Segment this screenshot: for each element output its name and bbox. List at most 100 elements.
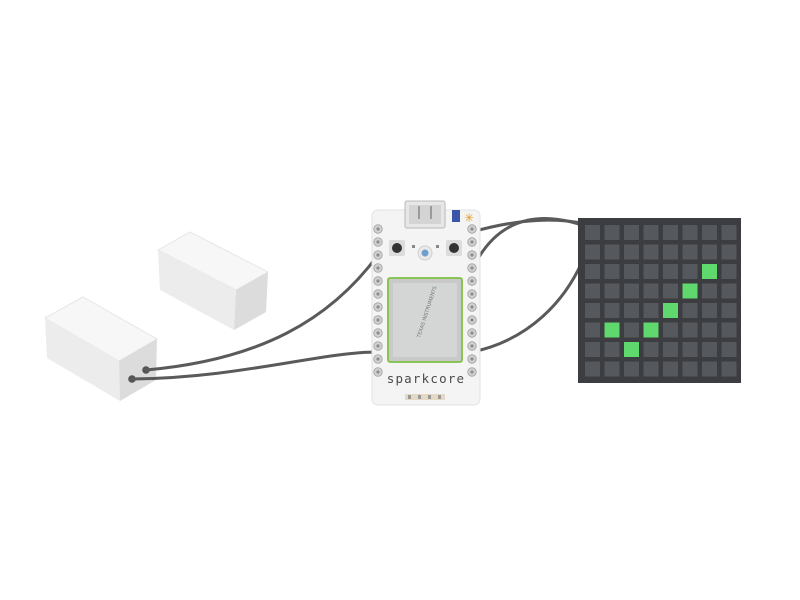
matrix-cell: [643, 244, 659, 260]
matrix-cell: [643, 361, 659, 377]
matrix-cell: [663, 361, 678, 377]
matrix-cell: [721, 283, 737, 299]
matrix-cell: [624, 361, 639, 377]
matrix-cell-lit: [624, 342, 639, 357]
matrix-cell: [643, 303, 659, 318]
matrix-cell: [682, 264, 698, 279]
matrix-cell: [721, 303, 737, 318]
usb-connector: [404, 200, 446, 229]
matrix-cell: [624, 264, 639, 279]
header-pin-hole: [470, 331, 474, 335]
matrix-cell: [624, 303, 639, 318]
header-pin-hole: [376, 305, 380, 309]
mode-button[interactable]: [446, 240, 462, 256]
matrix-cell: [585, 322, 600, 338]
header-pin-hole: [376, 344, 380, 348]
header-pin-hole: [470, 240, 474, 244]
matrix-cell: [643, 342, 659, 357]
matrix-cell: [721, 342, 737, 357]
matrix-cell: [624, 322, 639, 338]
matrix-cell-lit: [663, 303, 678, 318]
matrix-cell: [721, 264, 737, 279]
matrix-cell: [585, 244, 600, 260]
matrix-cell: [585, 264, 600, 279]
matrix-cell: [585, 225, 600, 240]
header-pin-hole: [376, 266, 380, 270]
matrix-cell: [721, 225, 737, 240]
matrix-cell: [682, 225, 698, 240]
matrix-cell-lit: [682, 283, 698, 299]
header-pin-hole: [470, 318, 474, 322]
matrix-cell: [702, 283, 717, 299]
matrix-cell: [682, 342, 698, 357]
matrix-body: [578, 218, 741, 383]
header-pin-hole: [470, 227, 474, 231]
matrix-cell: [604, 244, 620, 260]
wire-block-to-a0: [144, 253, 380, 372]
matrix-cell: [702, 244, 717, 260]
header-pin-hole: [470, 292, 474, 296]
wires: [130, 217, 602, 381]
spark-core-board: ✳ TEXAS INSTRUMENTS sparkcore: [371, 200, 481, 406]
header-pin-hole: [470, 370, 474, 374]
header-pins-right: [467, 224, 477, 377]
matrix-cell: [604, 264, 620, 279]
header-pin-hole: [376, 318, 380, 322]
header-pin-hole: [470, 266, 474, 270]
block-back: [156, 231, 270, 330]
matrix-cell: [604, 303, 620, 318]
wifi-module: TEXAS INSTRUMENTS: [387, 277, 463, 363]
header-pin-hole: [470, 357, 474, 361]
matrix-cell-lit: [702, 264, 717, 279]
matrix-cell: [702, 303, 717, 318]
matrix-cell: [624, 225, 639, 240]
matrix-cell: [682, 322, 698, 338]
header-pin-hole: [470, 279, 474, 283]
matrix-cell: [624, 244, 639, 260]
matrix-cell: [682, 361, 698, 377]
matrix-cell: [585, 342, 600, 357]
matrix-cell: [702, 342, 717, 357]
matrix-cell: [585, 361, 600, 377]
header-pin-hole: [376, 370, 380, 374]
matrix-cell: [604, 361, 620, 377]
header-pin-hole: [376, 292, 380, 296]
header-pin-hole: [376, 240, 380, 244]
matrix-cell: [624, 283, 639, 299]
header-pin-hole: [376, 357, 380, 361]
matrix-cell-lit: [604, 322, 620, 338]
block-front: [43, 296, 159, 401]
matrix-cell: [643, 283, 659, 299]
rgb-led: [417, 245, 433, 261]
header-pin-hole: [470, 344, 474, 348]
matrix-cell: [643, 264, 659, 279]
matrix-cell: [663, 283, 678, 299]
header-pin-hole: [376, 253, 380, 257]
header-pin-hole: [470, 253, 474, 257]
led-matrix: [578, 218, 741, 383]
matrix-cell: [663, 244, 678, 260]
board-brand-label: sparkcore: [387, 371, 466, 386]
matrix-cell: [721, 244, 737, 260]
matrix-cell: [643, 225, 659, 240]
matrix-cell: [663, 342, 678, 357]
star-icon: ✳: [464, 211, 474, 225]
matrix-cells: [585, 225, 737, 377]
matrix-cell: [585, 303, 600, 318]
wire-d0-to-matrix: [470, 260, 584, 354]
matrix-cell: [682, 244, 698, 260]
matrix-cell: [702, 225, 717, 240]
header-pins-left: [373, 224, 383, 377]
matrix-cell: [604, 225, 620, 240]
reset-button[interactable]: [389, 240, 405, 256]
matrix-cell: [721, 361, 737, 377]
wire-block-to-a6: [130, 350, 380, 381]
matrix-cell: [702, 322, 717, 338]
matrix-cell: [585, 283, 600, 299]
matrix-cell: [702, 361, 717, 377]
matrix-cell: [604, 283, 620, 299]
header-pin-hole: [470, 305, 474, 309]
matrix-cell-lit: [643, 322, 659, 338]
matrix-cell: [721, 322, 737, 338]
header-pin-hole: [376, 227, 380, 231]
